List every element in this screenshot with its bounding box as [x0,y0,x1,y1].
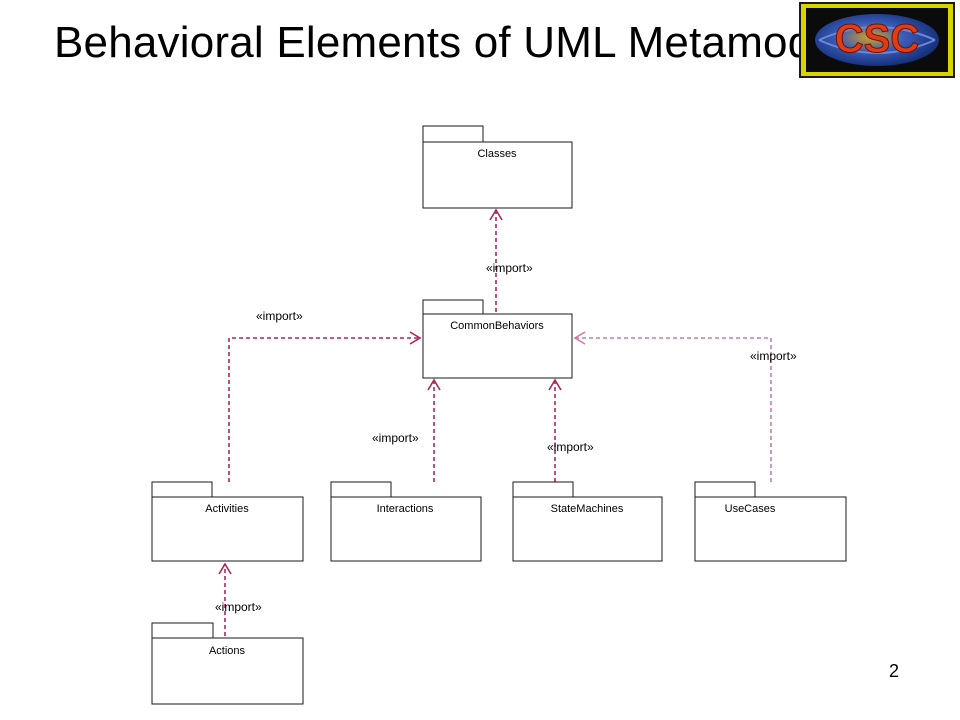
package-label-interactions: Interactions [377,503,434,515]
logo-text: CSC [835,17,919,61]
package-label-use-cases: UseCases [725,503,776,515]
import-label-common-to-classes: «import» [486,261,533,275]
package-state-machines: StateMachines [512,481,663,562]
dependency-actions-to-activities: «import» [215,562,262,636]
package-actions: Actions [151,622,304,705]
import-label-interactions-to-common: «import» [372,431,419,445]
import-label-statemachines-to-common: «import» [547,440,594,454]
dependency-common-to-classes: «import» [486,208,533,312]
package-common-behaviors: CommonBehaviors [422,299,573,379]
package-label-activities: Activities [205,503,249,515]
package-classes: Classes [422,125,573,209]
package-label-classes: Classes [477,148,517,160]
dependency-statemachines-to-common: «import» [547,378,594,482]
csc-globe-logo-icon: CSC [799,2,955,78]
import-label-usecases-to-common: «import» [750,349,797,363]
dependency-activities-to-common: «import» [228,309,422,482]
package-label-common-behaviors: CommonBehaviors [450,320,544,332]
dependency-usecases-to-common: «import» [573,331,797,482]
package-label-state-machines: StateMachines [551,503,624,515]
import-label-actions-to-activities: «import» [215,600,262,614]
package-activities: Activities [151,481,304,562]
package-interactions: Interactions [330,481,482,562]
slide-title: Behavioral Elements of UML Metamodel [54,18,848,67]
package-use-cases: UseCases [694,481,847,562]
page-number: 2 [889,661,900,681]
package-label-actions: Actions [209,645,246,657]
dependency-interactions-to-common: «import» [372,378,441,482]
import-label-activities-to-common: «import» [256,309,303,323]
